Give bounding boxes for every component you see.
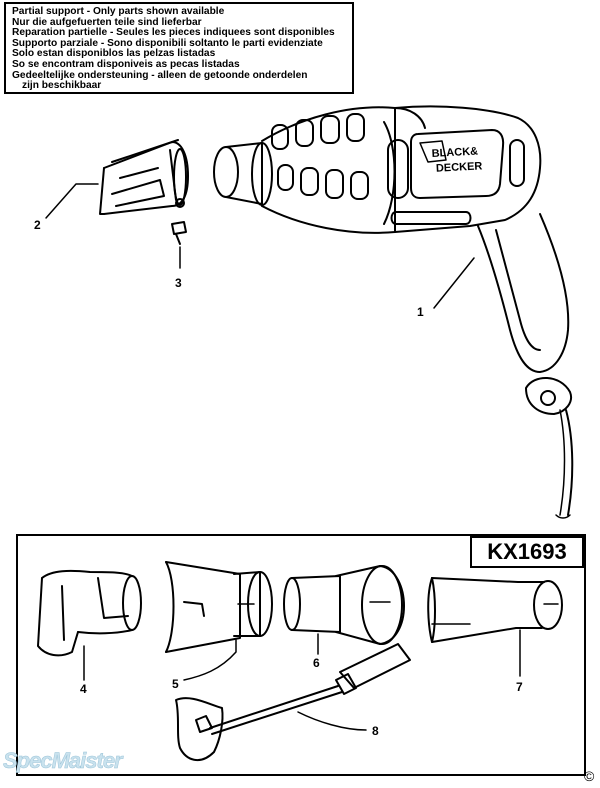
spoon-reflector-drawing [37,569,142,657]
callout-6: 6 [313,656,320,670]
reducer-nozzle-drawing [283,565,405,645]
heat-gun-drawing [213,105,574,519]
callout-5: 5 [172,677,179,691]
brand-logo-top: BLACK& [431,146,478,160]
brand-logo-bottom: DECKER [436,160,483,174]
partial-support-notice: Partial support - Only parts shown avail… [4,2,354,94]
notice-line-de: Nur die aufgefuerten teile sind lieferba… [12,16,202,28]
callout-4: 4 [80,682,87,696]
notice-line-pt: So se encontram disponiveis as pecas lis… [12,58,240,70]
notice-line-en: Partial support - Only parts shown avail… [12,6,225,17]
kit-model-label: KX1693 [470,536,584,568]
scraper-nozzle-drawing [99,139,189,215]
notice-line-fr: Reparation partielle - Seules les pieces… [12,27,335,39]
callout-7: 7 [516,680,523,694]
fishtail-nozzle-drawing [165,561,273,653]
scraper-tool-drawing [175,643,411,762]
flat-nozzle-drawing [427,577,563,643]
notice-line-it: Supporto parziale - Sono disponibili sol… [12,37,323,49]
copyright-symbol: © [584,768,595,784]
callout-3: 3 [175,276,182,290]
callout-1: 1 [417,305,424,319]
watermark-logo: SpecMaister [3,748,123,774]
notice-line-es: Solo estan disponiblos las pelzas listad… [12,48,216,60]
notice-line-nl: Gedeeltelijke ondersteuning - alleen de … [12,69,308,81]
notice-line-nl-cont: zijn beschikbaar [22,80,102,92]
callout-2: 2 [34,218,41,232]
accessory-kit-frame [16,534,586,776]
screw-drawing [171,221,187,245]
callout-8: 8 [372,724,379,738]
